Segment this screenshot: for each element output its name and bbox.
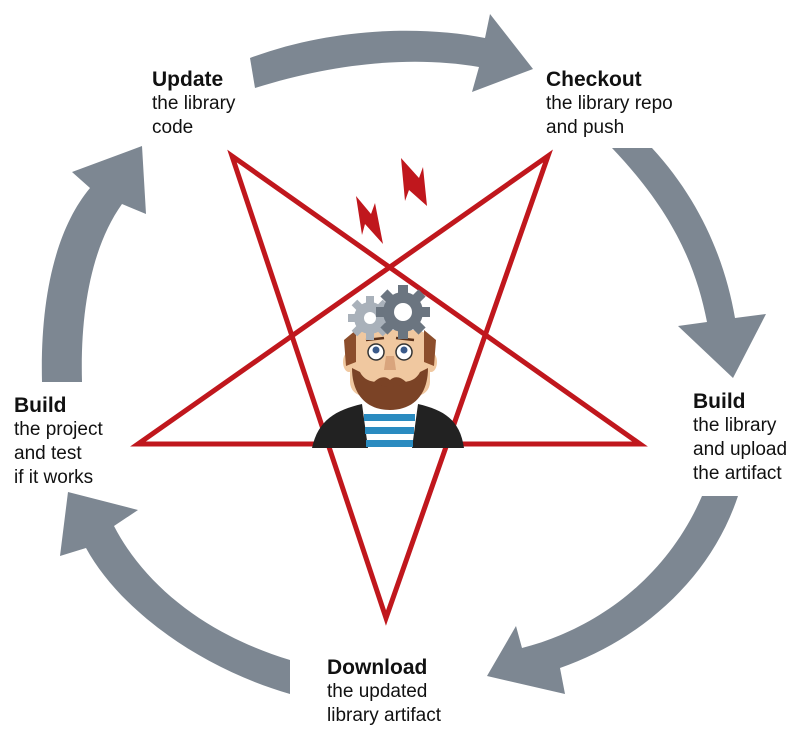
step-title: Update xyxy=(152,68,224,91)
step-build-library: Build the library and upload the artifac… xyxy=(693,390,787,486)
step-title: Checkout xyxy=(546,68,642,91)
arrow-update-to-checkout xyxy=(250,14,533,92)
step-description-line: the library xyxy=(152,93,236,114)
arrow-download-to-build-project xyxy=(60,492,290,694)
step-description-line: the library xyxy=(693,415,777,436)
step-description-line: the library repo xyxy=(546,93,673,114)
step-description-line: and test xyxy=(14,443,82,464)
cycle-arrows xyxy=(41,14,766,694)
step-description-line: and push xyxy=(546,117,625,138)
step-update: Update the library code xyxy=(152,68,235,140)
step-checkout: Checkout the library repo and push xyxy=(546,68,673,140)
step-description-line: the project xyxy=(14,419,103,440)
arrow-build-to-download xyxy=(487,496,738,694)
step-description-line: if it works xyxy=(14,467,94,488)
step-description-line: the updated xyxy=(327,681,428,702)
step-download: Download the updated library artifact xyxy=(327,656,441,728)
step-title: Download xyxy=(327,656,428,679)
step-description-line: library artifact xyxy=(327,705,442,726)
step-title: Build xyxy=(14,394,67,417)
pentagram-icon xyxy=(130,149,648,626)
lightning-bolt-icon xyxy=(356,158,427,244)
developer-avatar-icon xyxy=(312,330,464,448)
gear-icon xyxy=(348,285,430,340)
step-title: Build xyxy=(693,390,746,413)
step-build-project: Build the project and test if it works xyxy=(14,394,103,490)
arrow-build-project-to-update xyxy=(41,146,146,382)
step-description-line: and upload xyxy=(693,439,788,460)
step-description-line: the artifact xyxy=(693,463,782,484)
arrow-checkout-to-build xyxy=(612,148,766,378)
step-description-line: code xyxy=(152,117,194,138)
